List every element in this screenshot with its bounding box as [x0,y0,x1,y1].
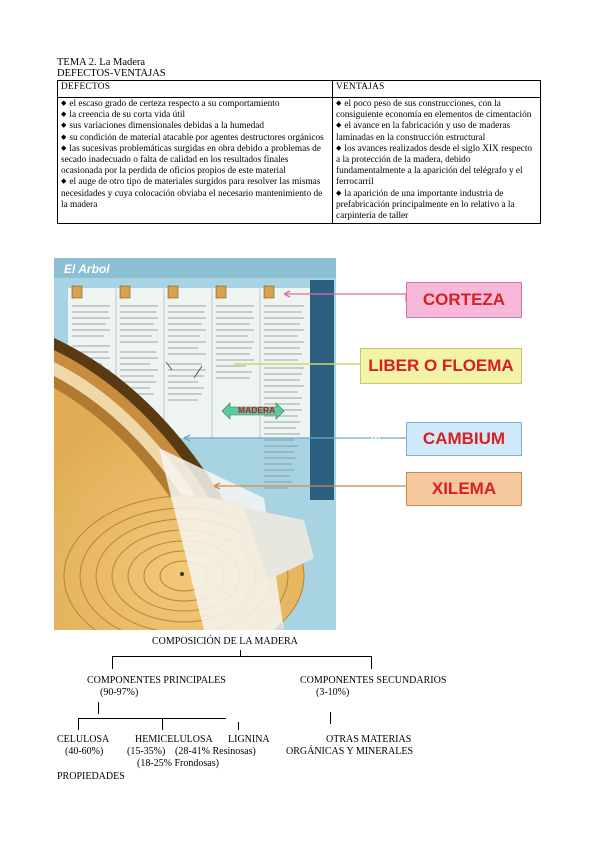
composicion-title: COMPOSICIÓN DE LA MADERA [152,636,298,647]
otras-materias-line2: ORGÁNICAS Y MINERALES [286,746,414,757]
label-cambium: CAMBIUM [406,422,522,456]
defectos-cell: el escaso grado de certeza respecto a su… [57,96,333,225]
componentes-secundarios-pct: (3-10%) [316,687,350,698]
ventaja-item: el poco peso de sus construcciones, con … [336,99,537,121]
ventaja-item: el avance en la fabricación y uso de mad… [336,121,537,143]
label-xilema: XILEMA [406,472,522,506]
componentes-secundarios: COMPONENTES SECUNDARIOS [300,675,447,686]
tree-line [238,722,239,730]
tree-line [240,650,241,657]
defecto-item: el escaso grado de certeza respecto a su… [61,99,329,110]
madera-label: MADERA [238,405,276,415]
hemicelulosa: HEMICELULOSA [135,734,213,745]
ventajas-header: VENTAJAS [332,80,541,98]
hemicelulosa-frondosas: (18-25% Frondosas) [137,758,219,769]
label-liber-floema: LIBER O FLOEMA [360,348,522,384]
lignina-pct: (28-41% Resinosas) [175,746,256,757]
doc-subtitle: DEFECTOS-VENTAJAS [57,68,166,79]
tree-line [330,712,331,724]
tree-line [371,657,372,669]
tree-illustration [54,258,407,630]
defecto-item: sus variaciones dimensionales debidas a … [61,121,329,132]
propiedades-heading: PROPIEDADES [57,771,125,782]
lignina: LIGNINA [228,734,270,745]
defecto-item: su condición de material atacable por ag… [61,133,329,144]
ventaja-item: los avances realizados desde el siglo XI… [336,144,537,189]
defecto-item: las sucesivas problemáticas surgidas en … [61,144,329,178]
componentes-principales-pct: (90-97%) [100,687,139,698]
tree-line [162,718,163,730]
tree-line [78,718,79,730]
tree-line [112,657,113,669]
defecto-item: la creencia de su corta vida útil [61,110,329,121]
hemicelulosa-pct: (15-35%) [127,746,166,757]
defects-advantages-table: DEFECTOS VENTAJAS el escaso grado de cer… [57,80,541,225]
ventajas-cell: el poco peso de sus construcciones, con … [332,96,541,225]
celulosa: CELULOSA [57,734,110,745]
otras-materias: OTRAS MATERIAS [326,734,412,745]
tree-figure: El Arbol El interior de la Madera MADERA… [54,258,530,630]
figure-title: El Arbol [64,262,110,276]
componentes-principales: COMPONENTES PRINCIPALES [87,675,226,686]
defectos-header: DEFECTOS [57,80,333,98]
tree-line [78,718,226,719]
tree-line [98,702,99,714]
label-corteza: CORTEZA [406,282,522,318]
ventaja-item: la aparición de una importante industria… [336,189,537,223]
defecto-item: el auge de otro tipo de materiales surgi… [61,177,329,211]
celulosa-pct: (40-60%) [65,746,104,757]
doc-title: TEMA 2. La Madera [57,57,146,68]
tree-line [112,656,372,657]
